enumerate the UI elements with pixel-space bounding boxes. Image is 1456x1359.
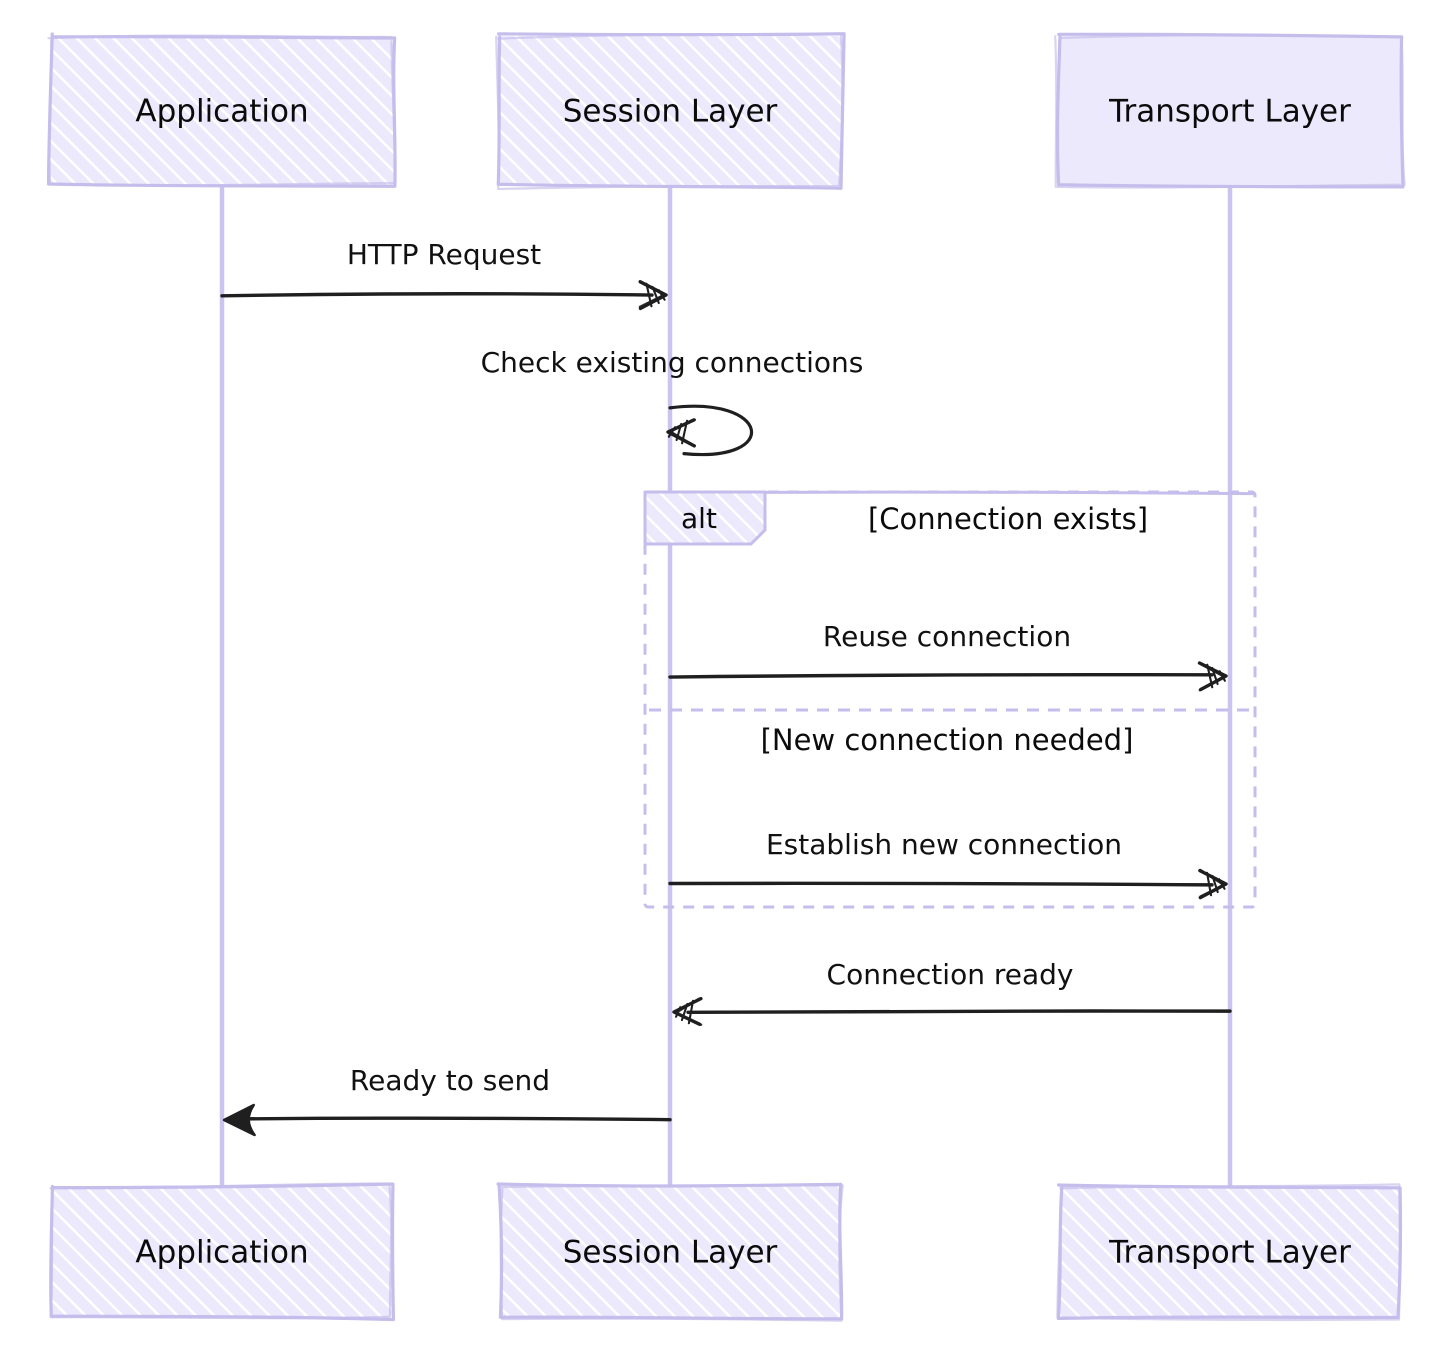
arrowhead-open xyxy=(666,418,696,448)
arrowhead-open xyxy=(1197,661,1228,692)
actor-label-session: Session Layer xyxy=(563,1235,778,1271)
actor-boxes-bottom: Application Session Layer Transport Layer xyxy=(49,1182,1403,1322)
actor-label-application: Application xyxy=(135,94,308,130)
message-line xyxy=(220,292,654,298)
actor-label-session: Session Layer xyxy=(563,94,778,130)
actor-label-transport: Transport Layer xyxy=(1108,94,1351,130)
message-line xyxy=(668,672,1214,679)
message-reuse-connection[interactable]: Reuse connection xyxy=(668,620,1228,692)
actor-label-transport: Transport Layer xyxy=(1108,1235,1351,1271)
arrowhead-solid xyxy=(222,1103,256,1137)
message-line xyxy=(668,881,1214,887)
actor-boxes-top: Application Session Layer Transport Layer xyxy=(46,32,1406,191)
alt-block: alt [Connection exists] [New connection ne… xyxy=(643,490,1257,909)
message-line xyxy=(686,1009,1232,1014)
message-establish-new-connection[interactable]: Establish new connection xyxy=(668,828,1228,900)
message-label-establish-new-connection: Establish new connection xyxy=(766,828,1122,861)
actor-box-outline-sketch xyxy=(495,32,844,191)
arrowhead-open xyxy=(672,996,703,1026)
actor-box-outline-sketch xyxy=(499,1184,844,1322)
alt-condition-label-1: [New connection needed] xyxy=(761,723,1134,757)
message-label-http-request: HTTP Request xyxy=(347,238,541,271)
actor-box-session-top[interactable]: Session Layer xyxy=(495,32,846,191)
actor-box-transport-top[interactable]: Transport Layer xyxy=(1054,32,1406,189)
actor-box-outline-sketch xyxy=(1054,33,1406,189)
alt-keyword-label: alt xyxy=(681,502,717,535)
actor-box-outline-sketch xyxy=(1056,1183,1401,1322)
lifelines-group xyxy=(219,183,1233,1189)
actor-box-session-bottom[interactable]: Session Layer xyxy=(496,1182,844,1322)
alt-condition-label-0: [Connection exists] xyxy=(868,502,1148,536)
message-http-request[interactable]: HTTP Request xyxy=(220,238,668,311)
actor-box-application-top[interactable]: Application xyxy=(46,32,397,188)
message-label-check-existing-connections: Check existing connections xyxy=(481,346,864,379)
arrowhead-open xyxy=(638,280,668,311)
message-connection-ready[interactable]: Connection ready xyxy=(672,958,1232,1026)
actor-box-transport-bottom[interactable]: Transport Layer xyxy=(1056,1183,1403,1322)
alt-keyword-tag: alt xyxy=(643,490,767,546)
actor-box-outline-sketch xyxy=(47,34,397,187)
message-check-existing-connections[interactable]: Check existing connections xyxy=(481,346,864,457)
message-ready-to-send[interactable]: Ready to send xyxy=(222,1064,672,1137)
actor-label-application: Application xyxy=(135,1235,308,1271)
arrowhead-open xyxy=(1198,868,1228,900)
message-line xyxy=(236,1116,672,1122)
message-line xyxy=(668,404,754,457)
actor-box-outline-sketch xyxy=(49,1182,393,1320)
message-label-ready-to-send: Ready to send xyxy=(350,1064,550,1097)
message-label-connection-ready: Connection ready xyxy=(827,958,1074,991)
message-label-reuse-connection: Reuse connection xyxy=(823,620,1071,653)
actor-box-application-bottom[interactable]: Application xyxy=(49,1182,396,1322)
